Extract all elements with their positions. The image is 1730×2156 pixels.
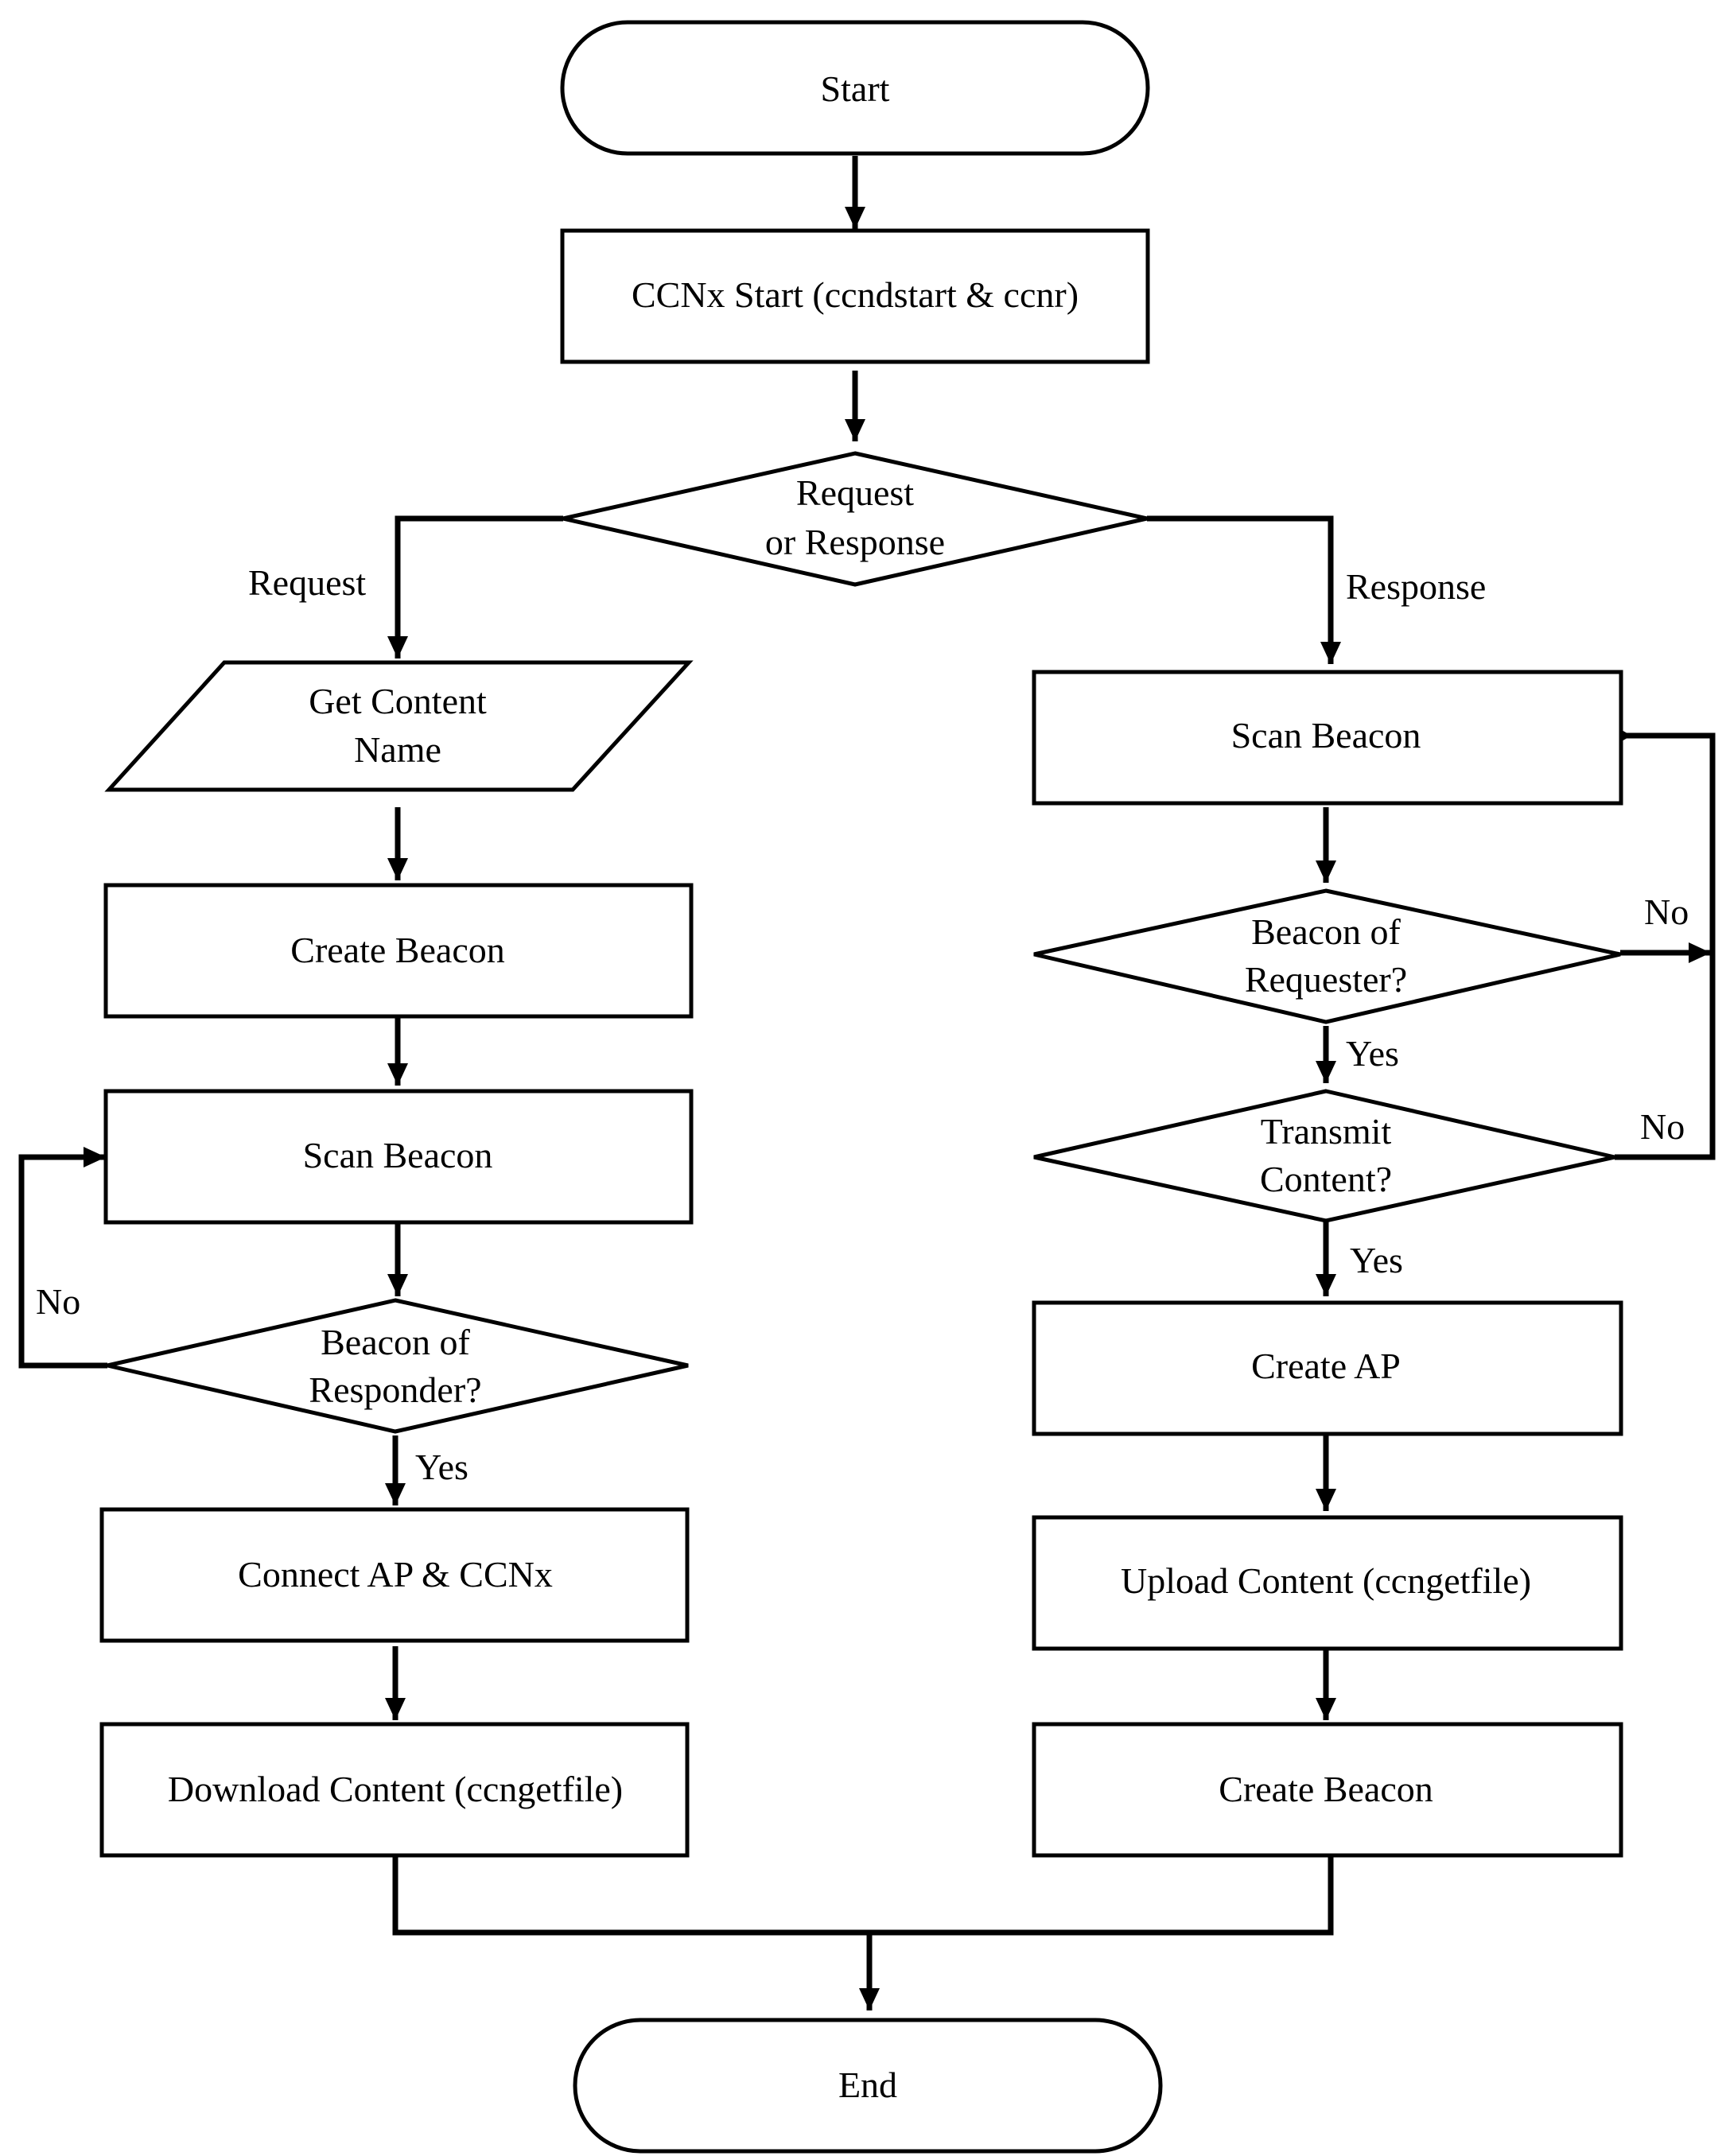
transmit-content-text-line1: Transmit [1261,1111,1392,1152]
get-content-name-input [104,660,694,792]
request-or-response-text-line1: Request [796,472,914,513]
request-or-response-text-line2: or Response [765,522,945,562]
connect-ap-ccnx-box [99,1507,690,1643]
beacon-of-responder-text-line2: Responder? [309,1369,481,1410]
nodes: Start CCNx Start (ccndstart & ccnr) Requ… [99,20,1623,2154]
scan-beacon-left-text: Scan Beacon [303,1135,493,1175]
end-terminal [573,2018,1163,2154]
label-responder-no: No [36,1281,80,1322]
beacon-of-requester-text-line2: Requester? [1245,959,1407,1000]
create-ap-text: Create AP [1251,1346,1401,1386]
label-requester-no: No [1644,892,1689,932]
label-request: Request [248,562,366,603]
edge-response-branch [1147,515,1341,664]
download-content-text: Download Content (ccngetfile) [168,1769,623,1809]
beacon-of-responder-text-line1: Beacon of [321,1322,470,1362]
create-beacon-left-box [103,883,694,1019]
start-text: Start [821,68,890,109]
beacon-of-requester-decision [1033,888,1621,1024]
edge-responder-no-loop [18,1147,107,1369]
label-responder-yes: Yes [415,1447,468,1487]
create-beacon-left-text: Create Beacon [290,930,504,970]
beacon-of-requester-text-line1: Beacon of [1251,911,1401,952]
end-text: End [838,2065,897,2105]
label-requester-yes: Yes [1346,1033,1399,1074]
request-or-response-decision [562,451,1148,587]
create-beacon-right-box [1032,1722,1623,1858]
transmit-content-text-line2: Content? [1260,1159,1392,1199]
edge-transmit-no-loop [1615,736,1716,1160]
get-content-name-text-line2: Name [354,729,441,770]
create-beacon-right-text: Create Beacon [1219,1769,1433,1809]
edges [18,156,1716,2010]
label-response: Response [1346,566,1486,607]
upload-content-box [1032,1515,1623,1651]
label-transmit-yes: Yes [1350,1240,1403,1280]
edge-labels: Request Response No Yes No Yes No Yes [36,562,1689,1487]
scan-beacon-left-box [103,1089,694,1225]
transmit-content-decision [1033,1089,1615,1223]
label-transmit-no: No [1640,1106,1685,1147]
upload-content-text: Upload Content (ccngetfile) [1121,1560,1531,1601]
ccnx-start-text: CCNx Start (ccndstart & ccnr) [632,274,1079,315]
connect-ap-ccnx-text: Connect AP & CCNx [238,1554,553,1595]
scan-beacon-right-box [1032,670,1623,806]
create-ap-box [1032,1300,1623,1436]
edge-request-branch [387,515,563,658]
start-terminal [560,20,1150,156]
get-content-name-text-line1: Get Content [309,681,487,721]
edge-download-to-end [392,1857,1334,1936]
beacon-of-responder-decision [107,1298,689,1434]
ccnx-start-box [560,228,1150,364]
scan-beacon-right-text: Scan Beacon [1231,715,1421,756]
download-content-box [99,1722,690,1858]
